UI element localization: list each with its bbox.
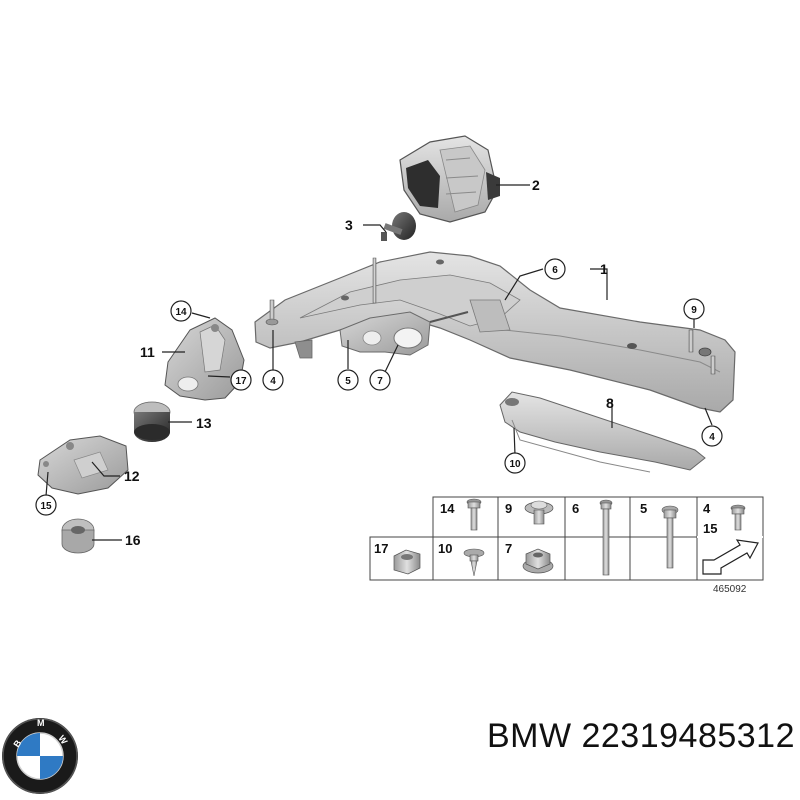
callout-3: 3 [345, 217, 353, 233]
callout-16: 16 [125, 532, 141, 548]
table-cell-7: 7 [505, 541, 512, 556]
screw-4-icon [730, 504, 746, 531]
bmw-roundel-icon: B M W [2, 718, 78, 794]
nut-17-icon [393, 549, 421, 575]
carrier-bracket [339, 311, 431, 356]
callout-15: 15 [40, 501, 52, 512]
table-cell-4: 4 [703, 501, 711, 516]
table-cell-10: 10 [438, 541, 452, 556]
transmission-mount [399, 135, 500, 223]
rubber-mount [133, 401, 171, 442]
rubber-cap [61, 518, 95, 554]
callout-12: 12 [124, 468, 140, 484]
nut-7-icon [522, 548, 554, 574]
table-cell-5: 5 [640, 501, 647, 516]
callout-10: 10 [509, 459, 521, 470]
support-strut [499, 391, 706, 473]
carrier-bolts [265, 257, 716, 375]
callout-11: 11 [140, 344, 155, 360]
callout-8: 8 [606, 395, 614, 411]
table-cell-17: 17 [374, 541, 388, 556]
callout-7: 7 [377, 376, 383, 387]
upper-bracket [164, 317, 245, 401]
bolt-5-icon [661, 505, 679, 569]
callout-17: 17 [235, 376, 247, 387]
callout-4-right: 4 [709, 432, 715, 443]
long-bolt-6-icon [599, 499, 613, 576]
part-caption: BMW 22319485312 [385, 717, 795, 756]
callout-2: 2 [532, 177, 540, 193]
table-cell-9: 9 [505, 501, 512, 516]
lower-bracket [37, 435, 129, 495]
callout-5: 5 [345, 376, 351, 387]
diagram-number: 465092 [713, 584, 747, 595]
hardware-table: 14 9 6 5 4 15 17 10 7 [369, 496, 764, 581]
table-cell-15: 15 [703, 521, 717, 536]
callout-1: 1 [600, 261, 608, 277]
svg-text:B: B [11, 738, 23, 749]
rubber-buffer [381, 212, 416, 241]
callout-4-left: 4 [270, 376, 276, 387]
brand-name: BMW [486, 717, 572, 755]
callout-6: 6 [552, 265, 558, 276]
table-cell-14: 14 [440, 501, 455, 516]
screw-10-icon [463, 548, 485, 577]
callout-labels: 1 2 3 6 9 4 4 5 7 8 10 14 11 17 13 12 15… [35, 177, 723, 548]
transmission-carrier [254, 251, 736, 413]
direction-arrow-icon [702, 539, 759, 575]
callout-9: 9 [691, 305, 697, 316]
callout-13: 13 [196, 415, 212, 431]
callout-14: 14 [175, 307, 187, 318]
table-cell-6: 6 [572, 501, 579, 516]
nut-9-icon [524, 500, 554, 525]
part-number: 22319485312 [581, 717, 795, 755]
bolt-14-icon [466, 498, 482, 531]
svg-text:M: M [37, 718, 45, 728]
